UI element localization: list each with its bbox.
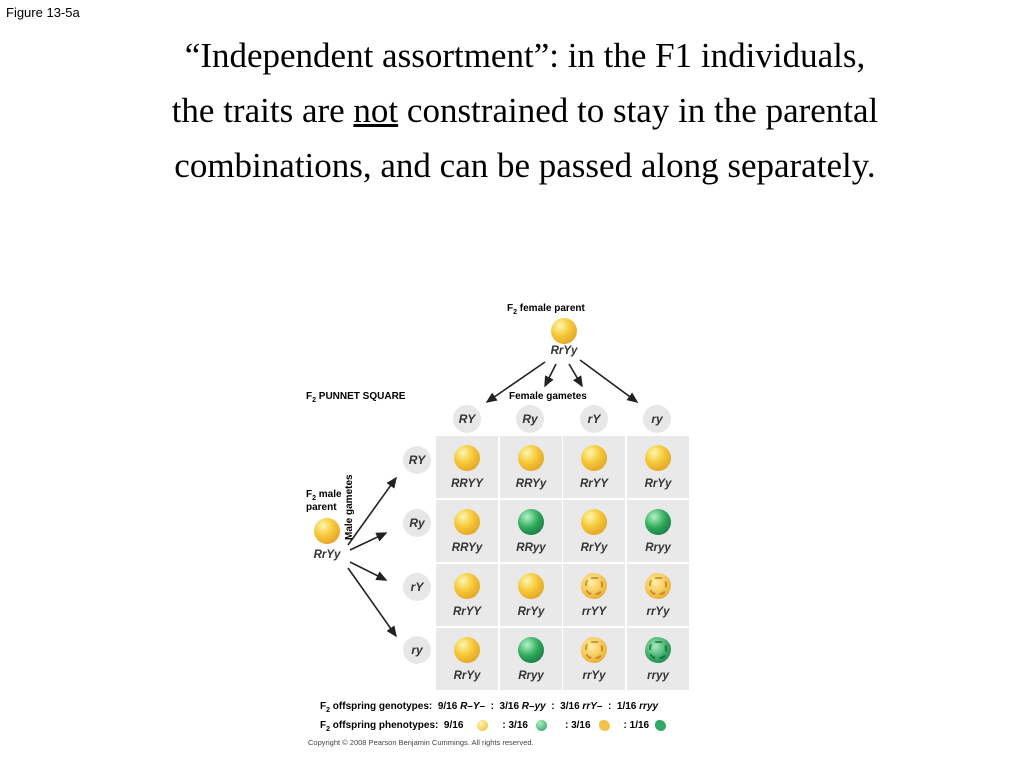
male-arrow-3 [349, 561, 388, 581]
cell-r1-c4: RrYy [627, 436, 689, 498]
cell-r4-c2: Rryy [500, 628, 562, 690]
title-part2: constrained to stay in the parental comb… [174, 91, 879, 185]
cell-r1-c2: RRYy [500, 436, 562, 498]
female-parent-genotype: RrYy [550, 345, 578, 357]
genotypes-summary: F2 offspring genotypes: 9/16 R–Y– : 3/16… [320, 701, 659, 714]
male-gamete-ry: ry [403, 636, 431, 664]
round-yellow-pea-icon [518, 445, 544, 471]
female-gamete-rY: rY [580, 405, 608, 433]
round-yellow-pea-icon [581, 445, 607, 471]
female-arrow-3 [568, 363, 583, 388]
cell-r1-c3: RrYY [563, 436, 625, 498]
female-parent-label: F2 female parent [507, 303, 585, 316]
female-gamete-ry: ry [643, 405, 671, 433]
female-gamete-RY: RY [453, 405, 481, 433]
cell-r4-c4: rryy [627, 628, 689, 690]
round-yellow-pea-icon [581, 509, 607, 535]
round-yellow-pea-icon [454, 509, 480, 535]
round-yellow-pea-icon [645, 445, 671, 471]
round-green-pea-icon [518, 509, 544, 535]
female-arrow-1 [485, 361, 546, 403]
title-underlined: not [353, 91, 399, 130]
male-parent-pea-icon [314, 518, 340, 544]
male-parent-genotype: RrYy [313, 549, 341, 561]
female-parent-pea-icon [551, 318, 577, 344]
wrinkled-yellow-pea-icon [581, 573, 607, 599]
cell-r2-c2: RRyy [500, 500, 562, 562]
cell-r2-c4: Rryy [627, 500, 689, 562]
male-gamete-rY: rY [403, 573, 431, 601]
female-arrow-4 [579, 359, 639, 403]
female-gamete-Ry: Ry [516, 405, 544, 433]
wrinkled-yellow-pea-icon [645, 573, 671, 599]
cell-r1-c1: RRYY [436, 436, 498, 498]
wrinkled-yellow-mini-icon [598, 720, 610, 731]
male-arrow-4 [347, 567, 397, 638]
punnet-square-label: F2 PUNNET SQUARE [306, 391, 406, 404]
male-arrow-2 [349, 532, 388, 551]
male-arrow-1 [347, 476, 397, 546]
female-gametes-label: Female gametes [509, 391, 587, 402]
female-arrow-2 [544, 363, 557, 388]
cell-r2-c1: RRYy [436, 500, 498, 562]
round-green-pea-icon [645, 509, 671, 535]
copyright: Copyright © 2008 Pearson Benjamin Cummin… [308, 738, 534, 747]
round-yellow-pea-icon [454, 445, 480, 471]
round-yellow-mini-icon [477, 720, 489, 731]
male-gamete-Ry: Ry [403, 509, 431, 537]
male-gamete-RY: RY [403, 446, 431, 474]
cell-r4-c3: rrYy [563, 628, 625, 690]
round-yellow-pea-icon [454, 573, 480, 599]
cell-r3-c3: rrYY [563, 564, 625, 626]
round-yellow-pea-icon [518, 573, 544, 599]
cell-r2-c3: RrYy [563, 500, 625, 562]
phenotypes-summary: F2 offspring phenotypes: 9/16: 3/16: 3/1… [320, 720, 670, 733]
round-green-mini-icon [535, 720, 547, 731]
cell-r3-c1: RrYY [436, 564, 498, 626]
wrinkled-green-mini-icon [655, 720, 667, 731]
round-green-pea-icon [518, 637, 544, 663]
slide-title: “Independent assortment”: in the F1 indi… [160, 28, 890, 193]
round-yellow-pea-icon [454, 637, 480, 663]
male-gametes-label: Male gametes [344, 474, 355, 540]
cell-r3-c2: RrYy [500, 564, 562, 626]
wrinkled-green-pea-icon [645, 637, 671, 663]
cell-r3-c4: rrYy [627, 564, 689, 626]
figure-label: Figure 13-5a [6, 5, 80, 20]
cell-r4-c1: RrYy [436, 628, 498, 690]
title-part1: “Independent assortment”: in the F1 indi… [171, 36, 866, 130]
wrinkled-yellow-pea-icon [581, 637, 607, 663]
